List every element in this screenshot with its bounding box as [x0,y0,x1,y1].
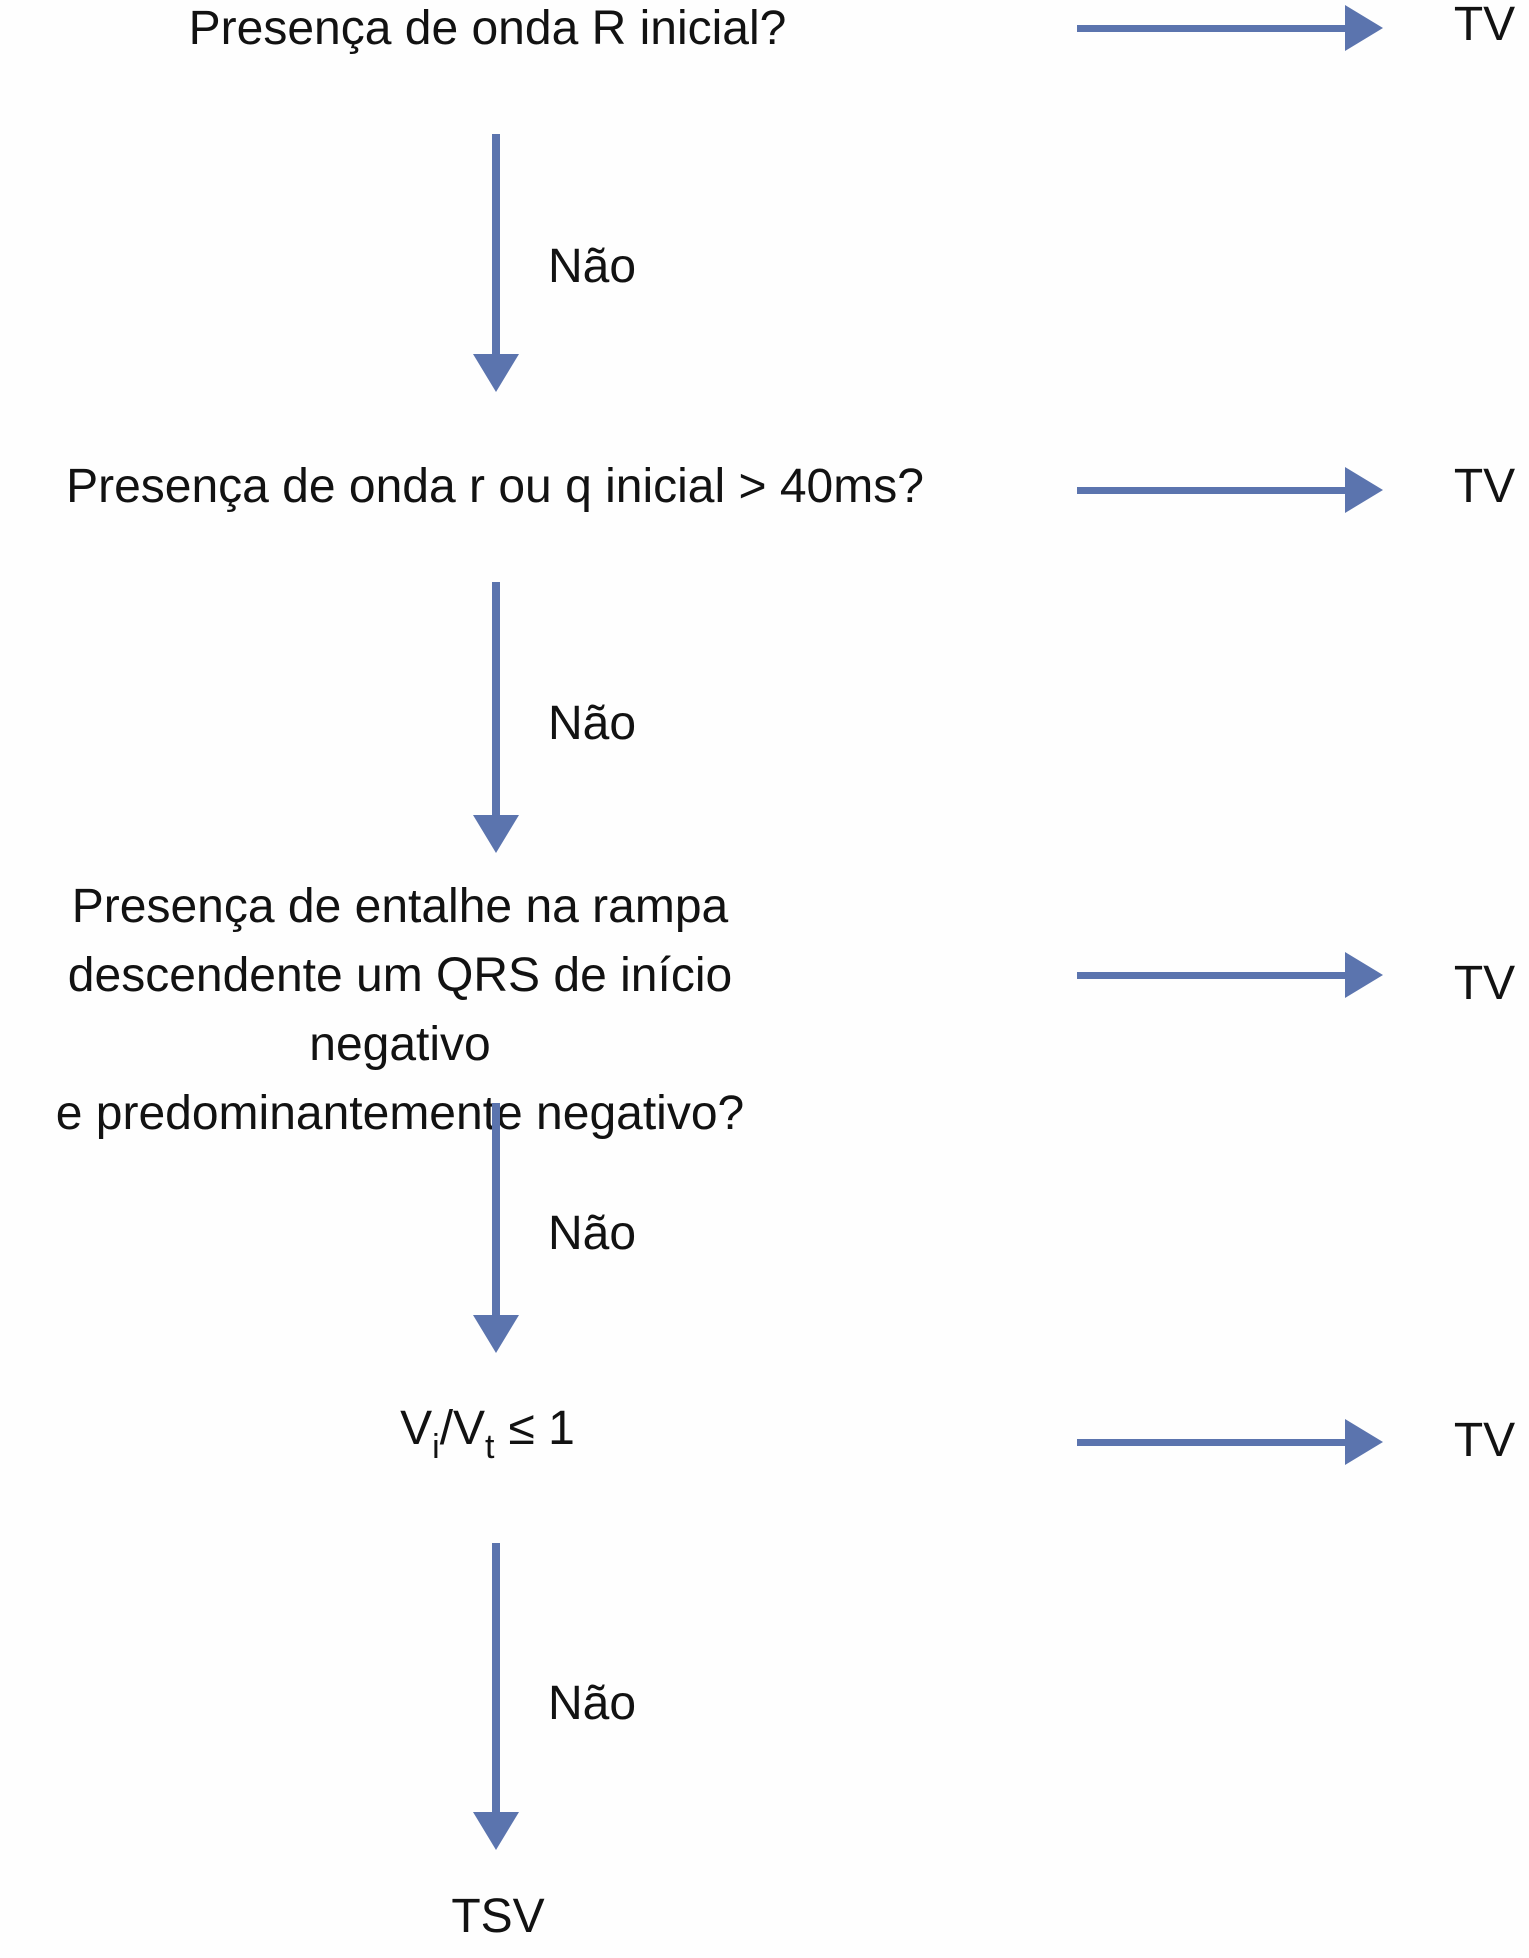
arrow-down-icon [473,134,519,392]
question-4: Vi/Vt ≤ 1 [0,1400,975,1476]
arrow-shaft [1077,487,1351,494]
final-result-tsv: TSV [451,1890,545,1943]
q4-mid: /V [439,1402,486,1455]
result-tv-4: TV [1453,1414,1516,1467]
arrow-shaft [492,582,500,817]
question-1: Presença de onda R inicial? [188,2,787,55]
arrow-shaft [1077,972,1351,979]
arrow-head [473,1812,519,1850]
result-tv-1: TV [1453,0,1516,51]
question-3-line-3: e predominantemente negativo? [55,1087,745,1140]
arrow-head [473,354,519,392]
q4-condition: ≤ 1 [508,1402,575,1455]
no-label-2: Não [548,697,637,750]
arrow-shaft [492,1543,500,1814]
arrow-right-icon [1077,1419,1383,1465]
arrow-right-icon [1077,5,1383,51]
arrow-head [473,815,519,853]
question-2: Presença de onda r ou q inicial > 40ms? [66,460,924,513]
q4-sub-i: i [432,1428,440,1466]
arrow-head [1345,1419,1383,1465]
arrow-right-icon [1077,467,1383,513]
arrow-head [1345,5,1383,51]
question-3-line-2: descendente um QRS de início negativo [67,949,733,1071]
result-tv-3: TV [1453,957,1516,1010]
arrow-shaft [492,134,500,356]
arrow-head [473,1315,519,1353]
arrow-down-icon [473,582,519,853]
question-3: Presença de entalhe na rampa descendente… [0,872,800,1148]
arrow-shaft [1077,25,1351,32]
arrow-down-icon [473,1103,519,1353]
question-3-line-1: Presença de entalhe na rampa [71,880,729,933]
result-tv-2: TV [1453,460,1516,513]
no-label-4: Não [548,1677,637,1730]
arrow-down-icon [473,1543,519,1850]
arrow-right-icon [1077,952,1383,998]
no-label-3: Não [548,1207,637,1260]
arrow-head [1345,952,1383,998]
arrow-shaft [492,1103,500,1317]
q4-v1: V [400,1402,433,1455]
arrow-head [1345,467,1383,513]
arrow-shaft [1077,1439,1351,1446]
no-label-1: Não [548,240,637,293]
q4-sub-t: t [485,1428,495,1466]
